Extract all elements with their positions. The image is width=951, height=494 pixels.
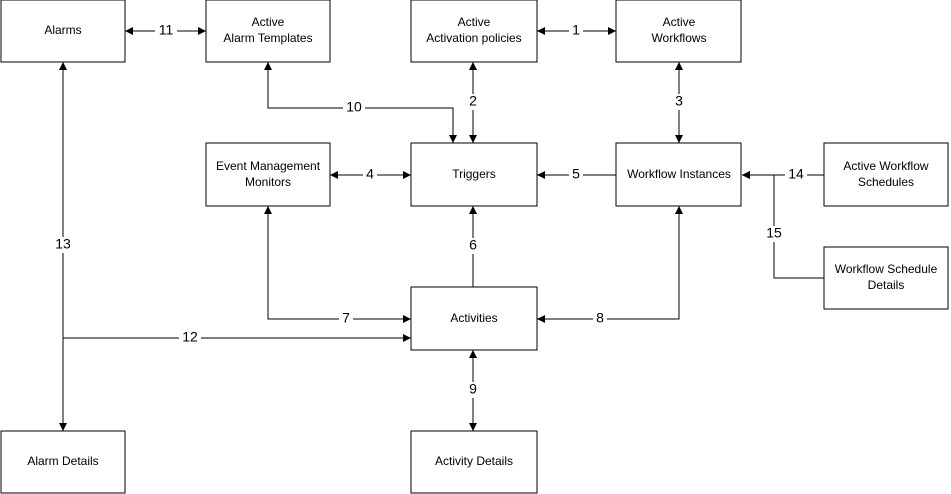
edge-3: 3 xyxy=(672,62,686,143)
node-label-line-2: Workflows xyxy=(651,31,706,45)
edge-10: 10 xyxy=(264,62,457,143)
node-label: Activities xyxy=(450,311,497,325)
edge-9: 9 xyxy=(466,350,480,431)
node-label-line-1: Event Management xyxy=(216,159,321,173)
edge-label-11: 11 xyxy=(159,22,174,38)
node-event-management-monitors: Event Management Monitors xyxy=(205,142,331,207)
node-activities: Activities xyxy=(410,286,538,351)
edge-1: 1 xyxy=(537,22,616,39)
node-label-line-1: Active xyxy=(252,15,285,29)
node-label-line-1: Active xyxy=(458,15,491,29)
edge-12: 12 xyxy=(63,329,411,346)
edge-14: 14 xyxy=(742,166,824,183)
node-label-line-2: Schedules xyxy=(858,175,914,189)
node-label: Alarms xyxy=(44,23,81,37)
node-label: Activity Details xyxy=(435,454,513,468)
edge-8: 8 xyxy=(537,206,683,327)
edge-2: 2 xyxy=(466,62,480,143)
edge-label-4: 4 xyxy=(366,166,374,182)
node-activity-details: Activity Details xyxy=(410,430,538,494)
edge-label-2: 2 xyxy=(469,93,477,109)
edge-label-13: 13 xyxy=(55,236,71,252)
node-label: Triggers xyxy=(452,167,496,181)
node-label-line-2: Activation policies xyxy=(426,31,521,45)
node-active-alarm-templates: Active Alarm Templates xyxy=(205,0,331,63)
edge-11: 11 xyxy=(125,22,206,39)
node-alarms: Alarms xyxy=(0,0,126,63)
edge-label-10: 10 xyxy=(346,99,362,115)
node-active-workflow-schedules: Active Workflow Schedules xyxy=(823,142,949,207)
node-label: Workflow Instances xyxy=(627,167,731,181)
node-active-workflows: Active Workflows xyxy=(615,0,742,63)
edge-6: 6 xyxy=(466,206,480,287)
edge-label-15: 15 xyxy=(766,225,782,241)
edge-7: 7 xyxy=(264,206,411,327)
edge-label-6: 6 xyxy=(469,237,477,253)
node-active-activation-policies: Active Activation policies xyxy=(410,0,538,63)
node-label-line-2: Details xyxy=(868,278,905,292)
node-workflow-schedule-details: Workflow Schedule Details xyxy=(823,246,949,310)
edge-label-12: 12 xyxy=(182,329,198,345)
edge-13: 13 xyxy=(52,62,74,431)
edge-label-7: 7 xyxy=(342,310,350,326)
node-label-line-1: Active xyxy=(663,15,696,29)
edge-label-8: 8 xyxy=(596,310,604,326)
node-triggers: Triggers xyxy=(410,142,538,207)
edge-5: 5 xyxy=(537,166,616,183)
node-workflow-instances: Workflow Instances xyxy=(615,142,742,207)
edge-15: 15 xyxy=(742,171,824,279)
edge-label-14: 14 xyxy=(788,166,804,182)
node-label-line-1: Workflow Schedule xyxy=(835,262,938,276)
edge-4: 4 xyxy=(330,166,411,183)
node-label: Alarm Details xyxy=(27,454,98,468)
node-label-line-1: Active Workflow xyxy=(843,159,928,173)
node-alarm-details: Alarm Details xyxy=(0,430,126,494)
edge-label-1: 1 xyxy=(572,22,580,38)
edge-label-9: 9 xyxy=(469,381,477,397)
edge-label-5: 5 xyxy=(572,166,580,182)
node-label-line-2: Monitors xyxy=(245,175,291,189)
node-label-line-2: Alarm Templates xyxy=(223,31,312,45)
edge-label-3: 3 xyxy=(675,93,683,109)
